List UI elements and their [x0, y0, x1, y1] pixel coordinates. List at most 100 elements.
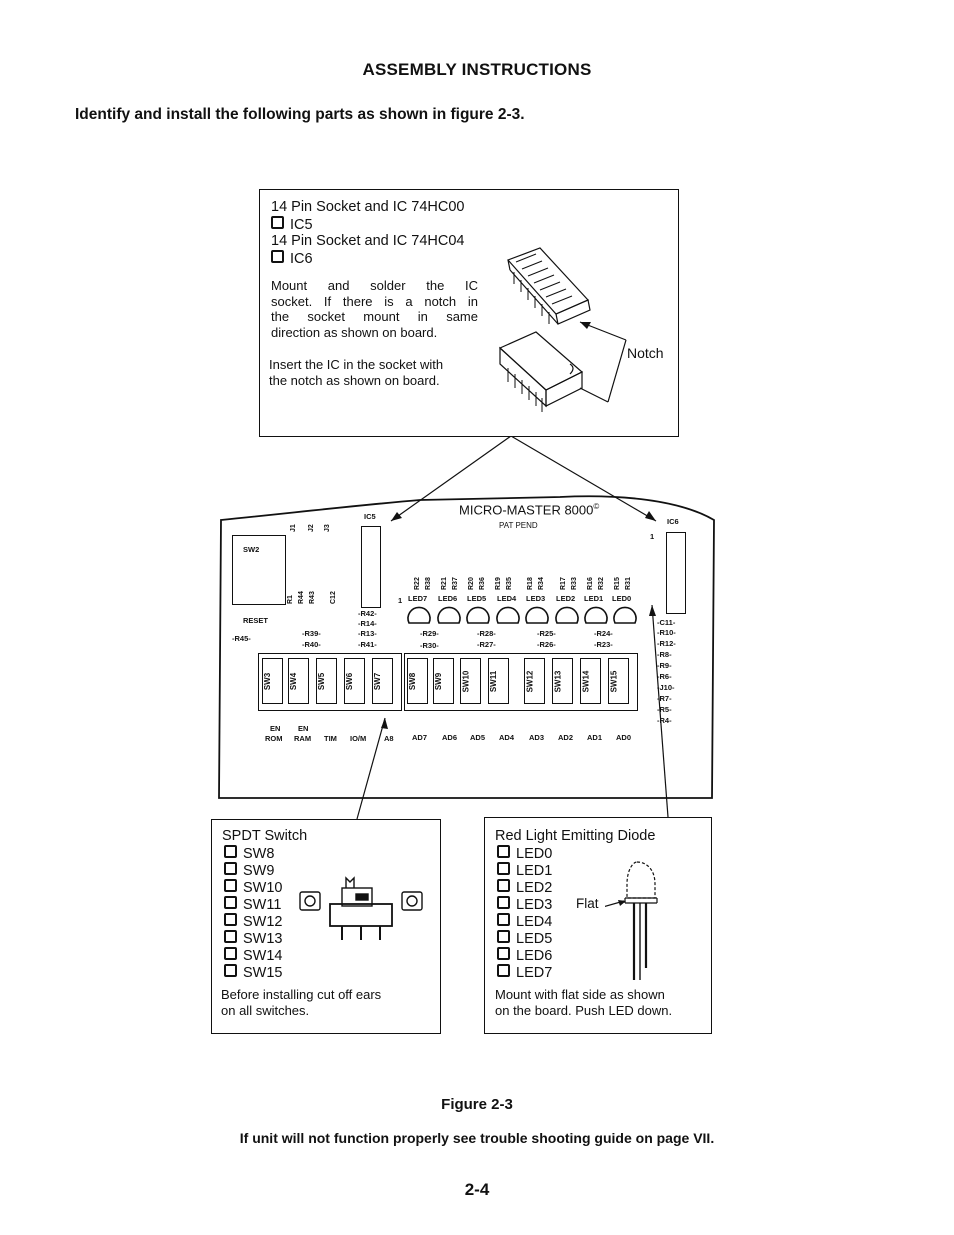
- bottom-ad6: AD6: [442, 733, 458, 742]
- checkbox-icon[interactable]: [224, 845, 237, 858]
- bottom-rom: ROM: [265, 734, 283, 743]
- led-footprints: [407, 606, 637, 624]
- r44-label: R44: [298, 591, 305, 604]
- checkbox-icon[interactable]: [497, 845, 510, 858]
- bottom-iom: IO/M: [350, 734, 367, 743]
- checkbox-icon[interactable]: [497, 930, 510, 943]
- led-item-led1[interactable]: LED1: [497, 862, 552, 880]
- checkbox-icon[interactable]: [224, 964, 237, 977]
- sw7-footprint: SW7: [372, 658, 393, 704]
- c12-label: C12: [330, 591, 337, 604]
- checkbox-icon[interactable]: [224, 913, 237, 926]
- led-box: Red Light Emitting Diode LED0 LED1 LED2 …: [484, 817, 712, 1034]
- led6-label: LED6: [438, 594, 458, 603]
- spdt-item-sw11[interactable]: SW11: [224, 896, 281, 914]
- spdt-item-sw8[interactable]: SW8: [224, 845, 274, 863]
- resistor-label: R17: [560, 577, 567, 590]
- right-col-r12: -R12-: [657, 639, 676, 648]
- led3-label: LED3: [526, 594, 546, 603]
- led-note: Mount with flat side as shown on the boa…: [495, 987, 673, 1018]
- bottom-ad7: AD7: [412, 733, 428, 742]
- resistor-label: R18: [527, 577, 534, 590]
- spdt-item-sw14[interactable]: SW14: [224, 947, 283, 965]
- j3-label: J3: [324, 524, 331, 532]
- checkbox-icon[interactable]: [497, 964, 510, 977]
- bottom-ad0: AD0: [616, 733, 632, 742]
- spdt-item-sw9[interactable]: SW9: [224, 862, 274, 880]
- spdt-switch-drawing: [299, 876, 423, 940]
- led2-label: LED2: [556, 594, 576, 603]
- row2-r41: -R41-: [358, 640, 377, 649]
- en-label-1: EN: [270, 724, 281, 733]
- r42-label: -R42-: [358, 609, 377, 618]
- r43-label: R43: [309, 591, 316, 604]
- checkbox-icon[interactable]: [224, 947, 237, 960]
- spdt-title: SPDT Switch: [222, 828, 308, 844]
- right-col-r6: -R6-: [657, 672, 672, 681]
- led-item-led4[interactable]: LED4: [497, 913, 552, 931]
- r14-label: -R14-: [358, 619, 377, 628]
- sw4-footprint: SW4: [288, 658, 309, 704]
- led-title: Red Light Emitting Diode: [495, 828, 656, 844]
- spdt-item-sw13[interactable]: SW13: [224, 930, 283, 948]
- row2-r27: -R27-: [477, 640, 496, 649]
- sw6-footprint: SW6: [344, 658, 365, 704]
- led-item-led0[interactable]: LED0: [497, 845, 552, 863]
- switch-group-left: [258, 653, 402, 711]
- bottom-ad5: AD5: [470, 733, 486, 742]
- ic-line-1: 14 Pin Socket and IC 74HC00: [271, 199, 465, 215]
- row1-r13: -R13-: [358, 629, 377, 638]
- ic-line-3: 14 Pin Socket and IC 74HC04: [271, 233, 465, 249]
- spdt-item-sw10[interactable]: SW10: [224, 879, 283, 897]
- reset-label: RESET: [243, 616, 269, 625]
- checkbox-icon[interactable]: [497, 879, 510, 892]
- resistor-label: R32: [598, 577, 605, 590]
- checkbox-icon[interactable]: [497, 913, 510, 926]
- led-item-led5[interactable]: LED5: [497, 930, 552, 948]
- checkbox-icon[interactable]: [224, 862, 237, 875]
- switch-group-right: [404, 653, 638, 711]
- resistor-label: R38: [425, 577, 432, 590]
- ic-line-4[interactable]: IC6: [271, 250, 313, 268]
- led4-label: LED4: [497, 594, 517, 603]
- bottom-ad3: AD3: [529, 733, 545, 742]
- resistor-label: R21: [441, 577, 448, 590]
- page-title: ASSEMBLY INSTRUCTIONS: [362, 60, 592, 79]
- board-title: MICRO-MASTER 8000©: [459, 502, 600, 518]
- sw15-footprint: SW15: [608, 658, 629, 704]
- checkbox-icon[interactable]: [271, 216, 284, 229]
- checkbox-icon[interactable]: [497, 947, 510, 960]
- j2-label: J2: [308, 524, 315, 532]
- ic-line-2[interactable]: IC5: [271, 216, 313, 234]
- checkbox-icon[interactable]: [224, 930, 237, 943]
- checkbox-icon[interactable]: [224, 879, 237, 892]
- checkbox-icon[interactable]: [271, 250, 284, 263]
- page-number: 2-4: [464, 1180, 490, 1199]
- spdt-item-sw12[interactable]: SW12: [224, 913, 283, 931]
- checkbox-icon[interactable]: [497, 896, 510, 909]
- right-col-j10: -J10-: [657, 683, 675, 692]
- ic6-socket-outline: [666, 532, 686, 614]
- sw3-footprint: SW3: [262, 658, 283, 704]
- led7-label: LED7: [408, 594, 428, 603]
- led-item-led7[interactable]: LED7: [497, 964, 552, 982]
- resistor-label: R22: [414, 577, 421, 590]
- bottom-ad4: AD4: [499, 733, 515, 742]
- led-item-led2[interactable]: LED2: [497, 879, 552, 897]
- figure-caption: Figure 2-3: [441, 1096, 513, 1113]
- bottom-ad2: AD2: [558, 733, 574, 742]
- r1-label: R1: [287, 595, 294, 604]
- sw5-footprint: SW5: [316, 658, 337, 704]
- led-pin1-label: 1: [398, 596, 403, 605]
- led-item-led6[interactable]: LED6: [497, 947, 552, 965]
- sw9-footprint: SW9: [433, 658, 454, 704]
- led-item-led3[interactable]: LED3: [497, 896, 552, 914]
- ic5-socket-outline: [361, 526, 381, 608]
- checkbox-icon[interactable]: [224, 896, 237, 909]
- right-col-r9: -R9-: [657, 661, 672, 670]
- sw12-footprint: SW12: [524, 658, 545, 704]
- spdt-item-sw15[interactable]: SW15: [224, 964, 283, 982]
- checkbox-icon[interactable]: [497, 862, 510, 875]
- notch-label: Notch: [627, 345, 664, 361]
